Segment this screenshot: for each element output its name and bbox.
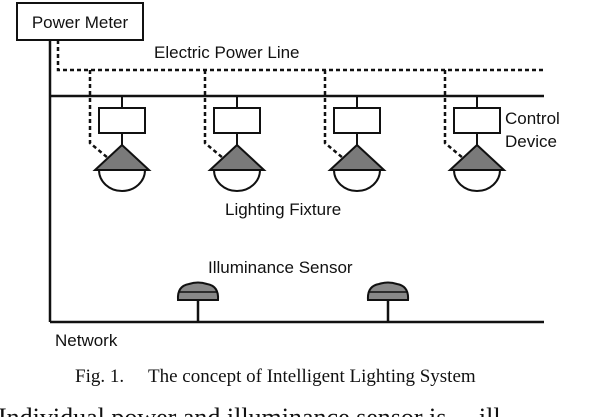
control-device-label-line2: Device [505,132,557,151]
control-device-box [333,107,381,134]
lamp-shade [447,143,507,171]
control-device-box [98,107,146,134]
illuminance-sensors [176,281,410,322]
lighting-fixture [88,70,152,192]
lighting-fixture [203,70,267,192]
control-device-box [213,107,261,134]
illuminance-sensor [176,281,220,322]
lighting-fixture [443,70,507,192]
electric-power-line [56,40,544,72]
power-drop-line [88,70,109,159]
control-device-box [453,107,501,134]
lamp-shade [327,143,387,171]
lamp-bulb [332,169,382,192]
illuminance-sensor [366,281,410,322]
lighting-fixture-label: Lighting Fixture [225,200,341,219]
power-meter-label: Power Meter [32,13,129,32]
power-drop-line [443,70,464,159]
lamp-bulb [452,169,502,192]
cut-off-body-text: Individual power and illuminance sensor … [0,403,501,417]
power-drop-line [203,70,224,159]
lighting-fixture [323,70,387,192]
lamp-bulb [212,169,262,192]
control-device-label-line1: Control [505,109,560,128]
lamp-shade [207,143,267,171]
electric-power-line-label: Electric Power Line [154,43,300,62]
network-label: Network [55,331,118,350]
figure-number: Fig. 1. [75,366,124,387]
lamp-bulb [97,169,147,192]
figure-caption: The concept of Intelligent Lighting Syst… [148,366,476,387]
power-drop-line [323,70,344,159]
lighting-fixtures [88,70,507,192]
illuminance-sensor-label: Illuminance Sensor [208,258,353,277]
power-meter-box [16,2,144,41]
lamp-shade [92,143,152,171]
